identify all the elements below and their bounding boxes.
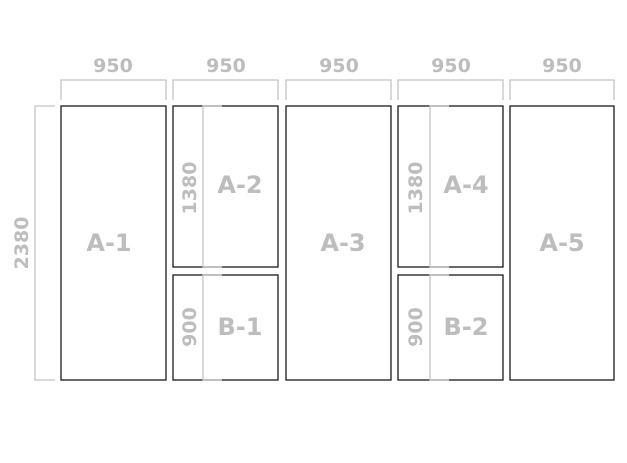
panel-a1-label: A-1: [86, 229, 131, 257]
height-label: 2380: [11, 217, 33, 270]
width-bracket-4: [397, 79, 504, 100]
panel-a5: [509, 105, 615, 381]
height-label-b1: 900: [179, 307, 201, 347]
width-bracket-1: [60, 79, 167, 100]
panel-a1: [60, 105, 167, 381]
width-bracket-5: [509, 79, 615, 100]
height-bracket-a2: [202, 105, 222, 268]
panel-b1-label: B-1: [218, 313, 263, 341]
height-bracket-a4: [429, 105, 449, 268]
panel-a4: [397, 105, 504, 268]
panel-b2: [397, 274, 504, 381]
width-bracket-2: [172, 79, 279, 100]
height-label-a4: 1380: [405, 162, 427, 215]
panel-a4-label: A-4: [443, 171, 488, 199]
width-bracket-3: [285, 79, 392, 100]
height-bracket-b1: [202, 274, 222, 381]
width-label-3: 950: [319, 55, 359, 77]
height-label-a2: 1380: [179, 162, 201, 215]
panel-b1: [172, 274, 279, 381]
width-label-4: 950: [431, 55, 471, 77]
height-bracket: [34, 105, 55, 381]
panel-a3-label: A-3: [320, 229, 365, 257]
panel-a3: [285, 105, 392, 381]
panel-b2-label: B-2: [444, 313, 489, 341]
height-bracket-b2: [429, 274, 449, 381]
width-label-5: 950: [542, 55, 582, 77]
width-label-1: 950: [93, 55, 133, 77]
width-label-2: 950: [206, 55, 246, 77]
panel-a2-label: A-2: [217, 171, 262, 199]
width-dimensions: 950 950 950 950 950: [60, 55, 615, 100]
panel-a5-label: A-5: [539, 229, 584, 257]
height-label-b2: 900: [405, 307, 427, 347]
panel-a2: [172, 105, 279, 268]
